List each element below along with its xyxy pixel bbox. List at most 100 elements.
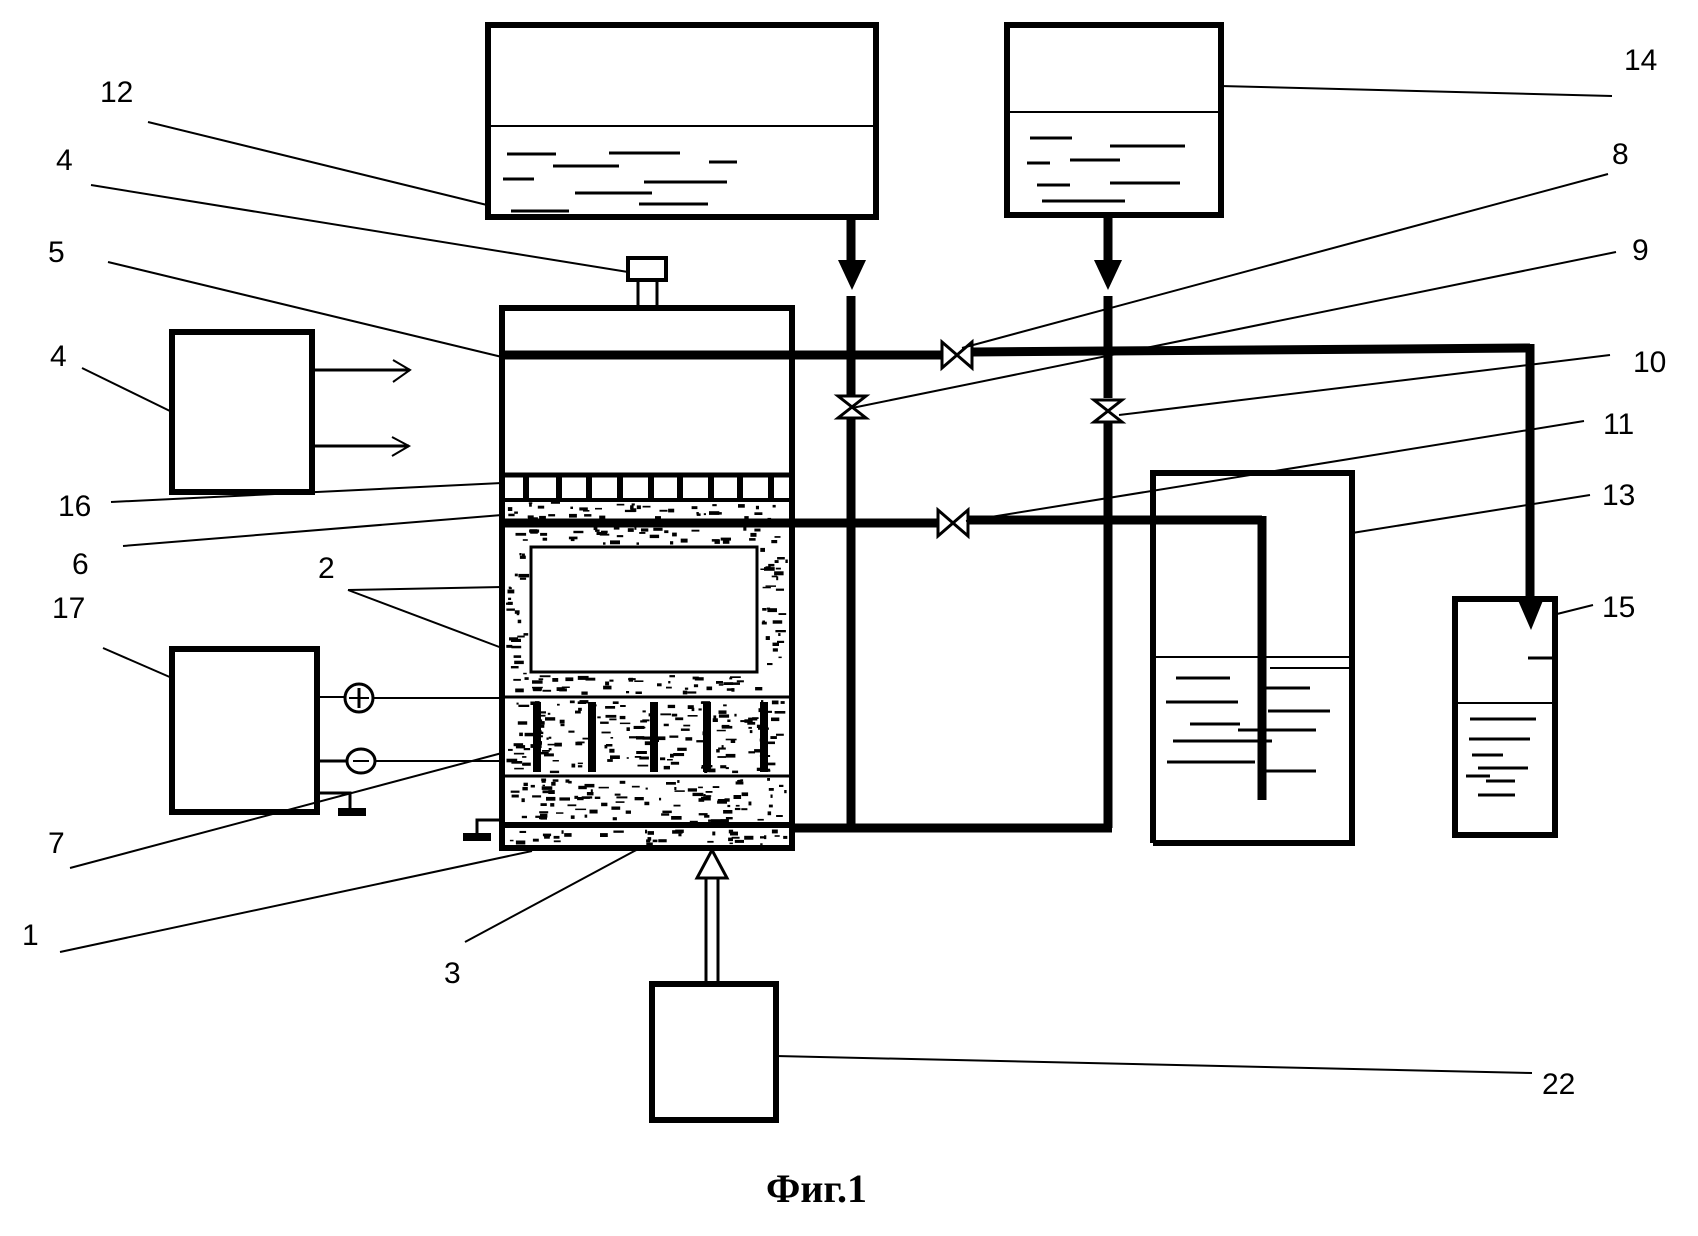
- granule: [556, 812, 563, 814]
- granule: [775, 835, 780, 837]
- granule: [570, 507, 573, 509]
- valve-11[interactable]: [938, 510, 968, 536]
- granule: [660, 713, 671, 715]
- granule: [685, 688, 688, 690]
- granule: [667, 759, 673, 761]
- granule: [657, 683, 662, 686]
- granule: [542, 786, 553, 790]
- granule: [760, 843, 762, 845]
- granule: [615, 794, 621, 796]
- granule: [639, 532, 645, 534]
- granule: [522, 798, 525, 802]
- granule: [721, 819, 729, 822]
- cap-sensor-4: [628, 258, 666, 307]
- granule: [597, 716, 600, 718]
- flow-arrow-down-icon: [838, 260, 866, 290]
- label-5: 5: [48, 236, 65, 269]
- figure-caption: Фиг.1: [766, 1166, 867, 1211]
- granule: [630, 508, 636, 512]
- granule: [767, 778, 770, 781]
- granule: [672, 714, 677, 717]
- granule: [629, 678, 633, 682]
- granule: [767, 663, 773, 665]
- granule: [774, 571, 784, 575]
- granule: [620, 705, 626, 707]
- granule: [548, 514, 555, 516]
- granule: [779, 657, 782, 659]
- granule: [763, 587, 771, 589]
- granule: [548, 744, 555, 746]
- granule: [762, 622, 767, 625]
- granule: [511, 666, 519, 668]
- granule: [629, 736, 637, 738]
- granule: [748, 727, 752, 729]
- granule: [674, 787, 676, 790]
- granule: [578, 786, 587, 789]
- granule: [706, 791, 713, 793]
- granule: [732, 771, 738, 774]
- granule: [514, 661, 524, 664]
- granule: [601, 803, 607, 807]
- granule: [632, 786, 640, 788]
- granule: [777, 641, 784, 643]
- granule: [627, 727, 630, 731]
- granule: [664, 766, 670, 770]
- granule: [531, 785, 535, 788]
- granule: [728, 838, 733, 842]
- granule: [637, 505, 641, 509]
- granule: [767, 608, 777, 612]
- granule: [754, 512, 762, 515]
- granule: [561, 724, 565, 726]
- granule: [544, 835, 550, 839]
- granule: [611, 807, 620, 810]
- valve-10[interactable]: [1094, 400, 1122, 422]
- granule: [741, 808, 747, 810]
- granule: [554, 836, 560, 839]
- block-4: [172, 332, 410, 492]
- granule: [726, 754, 736, 758]
- label-13: 13: [1602, 479, 1635, 512]
- granule: [591, 789, 593, 792]
- granule: [655, 516, 661, 518]
- tank-12: [488, 25, 876, 217]
- granule: [634, 726, 645, 729]
- granule: [542, 781, 546, 783]
- granule: [636, 692, 642, 695]
- granule: [727, 805, 730, 807]
- granule: [760, 548, 765, 552]
- granule: [575, 711, 581, 714]
- granule: [713, 786, 720, 788]
- granule: [568, 804, 577, 806]
- granule: [539, 516, 546, 519]
- label-15: 15: [1602, 591, 1635, 624]
- granule: [766, 566, 771, 568]
- granule: [575, 809, 586, 811]
- granule: [605, 682, 609, 686]
- ground-icon: [463, 833, 491, 841]
- granule: [674, 805, 681, 807]
- granule: [692, 506, 698, 509]
- inner-chamber: [531, 547, 757, 672]
- granule: [699, 813, 708, 815]
- granule: [768, 811, 772, 815]
- granule: [726, 817, 733, 819]
- granule: [726, 739, 737, 741]
- granule: [659, 798, 661, 801]
- granule: [693, 793, 704, 796]
- ground-icon: [338, 808, 366, 816]
- granule: [671, 816, 682, 820]
- granule: [520, 556, 526, 559]
- granule: [683, 691, 688, 695]
- label-4-left: 4: [50, 340, 67, 373]
- granule: [522, 816, 527, 818]
- granule: [524, 633, 529, 636]
- granule: [545, 717, 555, 720]
- label-22: 22: [1542, 1068, 1575, 1101]
- granule: [711, 819, 721, 822]
- reactor-vessel: [502, 258, 792, 848]
- granule: [508, 749, 513, 751]
- granule: [769, 788, 774, 791]
- granule: [685, 737, 692, 740]
- block-22: [652, 850, 776, 1120]
